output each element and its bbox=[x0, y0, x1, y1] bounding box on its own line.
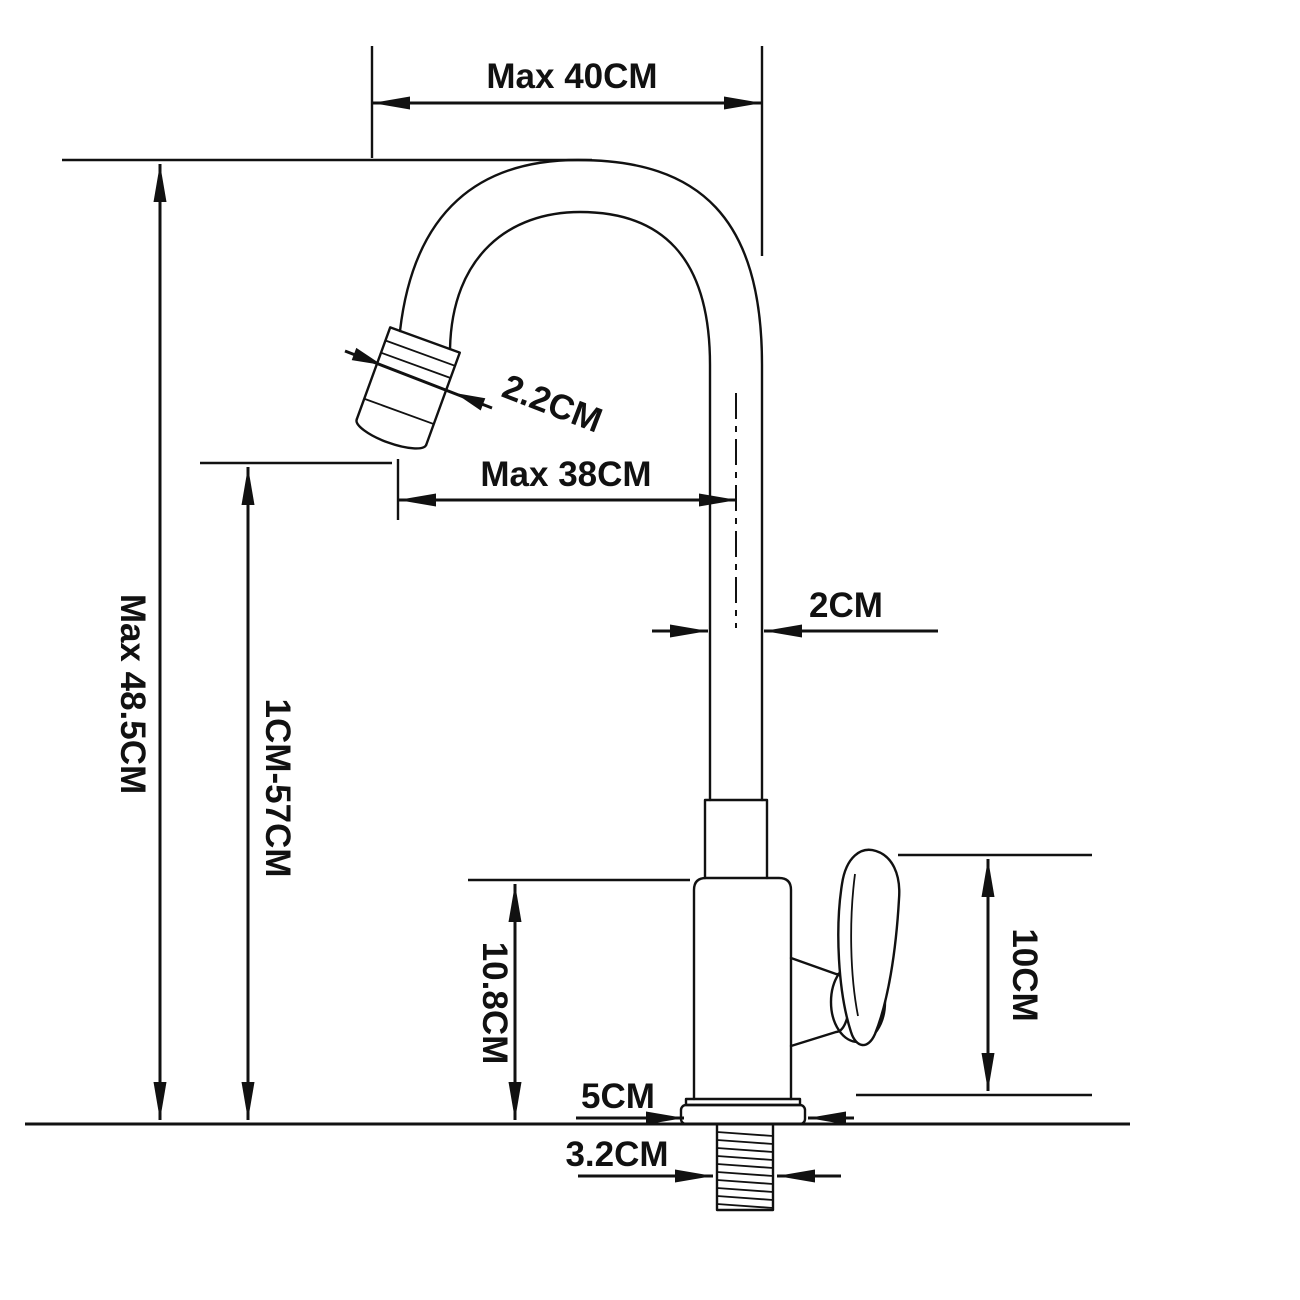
nozzle-outline bbox=[355, 326, 461, 446]
faucet-thread-shank bbox=[715, 1122, 775, 1212]
dimension-spout-reach: Max 38CM bbox=[396, 455, 737, 520]
shank-threads bbox=[716, 1131, 774, 1209]
faucet-nozzle bbox=[355, 326, 461, 450]
dimension-label: 10.8CM bbox=[475, 942, 514, 1065]
dimension-body-height: 10.8CM bbox=[468, 878, 690, 1120]
dimension-label: 10CM bbox=[1005, 928, 1044, 1021]
dimension-label: 1CM-57CM bbox=[258, 699, 297, 878]
dimension-base-width: 5CM bbox=[576, 1077, 854, 1125]
spout-inner-edge bbox=[448, 210, 712, 802]
dimension-spout-height-range: 1CM-57CM bbox=[200, 461, 392, 1120]
dimension-thread-diameter: 3.2CM bbox=[565, 1135, 841, 1183]
nozzle-outlet-rim bbox=[355, 418, 428, 450]
base-plate bbox=[679, 1103, 807, 1126]
faucet-base bbox=[679, 1097, 807, 1126]
handle-lever-detail bbox=[850, 873, 859, 1017]
dimension-top-width: Max 40CM bbox=[370, 46, 764, 256]
dimension-spout-tip-diameter: 2.2CM bbox=[344, 347, 607, 440]
arrowhead-icon bbox=[351, 347, 382, 365]
shank-outline bbox=[715, 1122, 775, 1212]
faucet-handle bbox=[789, 848, 901, 1048]
dimension-label: Max 40CM bbox=[486, 57, 657, 96]
arrowhead-icon bbox=[455, 393, 486, 411]
dimension-label: Max 48.5CM bbox=[113, 594, 152, 794]
dimension-total-height: Max 48.5CM bbox=[113, 164, 167, 1120]
dimension-handle-height: 10CM bbox=[856, 853, 1092, 1097]
dimension-label: 2.2CM bbox=[497, 367, 607, 440]
dimension-label: 5CM bbox=[581, 1077, 655, 1116]
dimension-pipe-diameter: 2CM bbox=[652, 586, 938, 638]
faucet-drawing bbox=[25, 158, 1130, 1212]
dimension-label: 3.2CM bbox=[565, 1135, 668, 1174]
pipe-collar bbox=[703, 798, 769, 880]
dimension-label: 2CM bbox=[809, 586, 883, 625]
dimension-label: Max 38CM bbox=[480, 455, 651, 494]
nozzle-bands bbox=[363, 339, 456, 425]
handle-lever bbox=[837, 848, 901, 1047]
faucet-body bbox=[692, 876, 793, 1101]
